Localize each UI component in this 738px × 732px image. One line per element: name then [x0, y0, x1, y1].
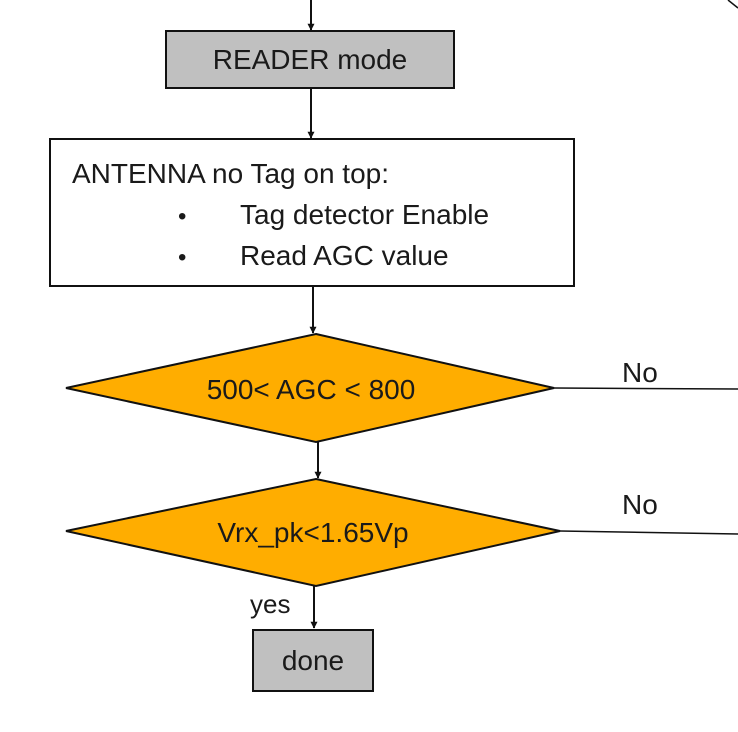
reader-mode-box: [165, 30, 455, 89]
bullet-1-dot: •: [178, 203, 186, 230]
vrx-decision-diamond: [65, 477, 561, 588]
bullet-tag-detector-enable: Tag detector Enable: [240, 199, 489, 230]
vrx-condition-label: Vrx_pk<1.65Vp: [217, 517, 408, 548]
antenna-node: ANTENNA no Tag on top: • Tag detector En…: [49, 138, 575, 287]
agc-no-label: No: [622, 357, 658, 388]
done-box: [252, 629, 374, 692]
vrx-no-label: No: [622, 489, 658, 520]
done-node: done: [252, 629, 374, 692]
antenna-title: ANTENNA no Tag on top:: [72, 158, 389, 189]
connectors: [307, 0, 738, 629]
vrx-no-line: [559, 530, 738, 535]
bullet-read-agc-value: Read AGC value: [240, 240, 449, 271]
vrx-decision-node: Vrx_pk<1.65Vp No yes: [65, 477, 658, 619]
top-right-line-fragment: [727, 0, 738, 9]
agc-decision-node: 500< AGC < 800 No: [65, 332, 658, 444]
vrx-yes-label: yes: [250, 589, 290, 619]
reader-mode-node: READER mode: [165, 30, 455, 89]
reader-mode-label: READER mode: [213, 44, 408, 75]
antenna-box: [49, 138, 575, 287]
agc-no-line: [553, 387, 738, 390]
bullet-2-dot: •: [178, 244, 186, 271]
agc-decision-diamond: [65, 332, 555, 444]
done-label: done: [282, 645, 344, 676]
agc-condition-label: 500< AGC < 800: [207, 374, 416, 405]
